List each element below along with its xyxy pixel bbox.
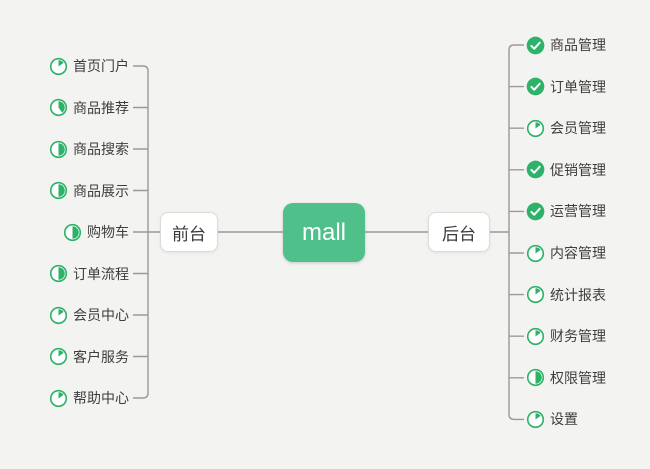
subtopic-label: 会员管理 [550, 120, 606, 137]
task-done-icon [526, 202, 545, 221]
subtopic-label: 权限管理 [550, 369, 606, 386]
task-progress-icon [49, 306, 68, 324]
subtopic-right-4[interactable]: 运营管理 [526, 200, 606, 222]
topic-backend-label: 后台 [442, 224, 476, 244]
topic-backend[interactable]: 后台 [428, 212, 490, 252]
task-progress-icon [49, 389, 68, 407]
task-progress-icon [49, 98, 68, 117]
subtopic-right-3[interactable]: 促销管理 [526, 159, 606, 181]
task-progress-icon [49, 347, 68, 366]
subtopic-label: 内容管理 [550, 245, 606, 261]
subtopic-right-6[interactable]: 统计报表 [526, 284, 606, 306]
subtopic-right-0[interactable]: 商品管理 [526, 34, 606, 56]
subtopic-label: 会员中心 [73, 307, 129, 323]
subtopic-left-6[interactable]: 会员中心 [49, 304, 129, 326]
subtopic-left-0[interactable]: 首页门户 [49, 55, 129, 77]
subtopic-label: 订单管理 [550, 78, 606, 95]
subtopic-label: 财务管理 [550, 328, 606, 345]
subtopic-label: 帮助中心 [73, 390, 129, 406]
subtopic-label: 订单流程 [73, 265, 129, 282]
task-progress-icon [49, 264, 68, 283]
task-done-icon [526, 36, 545, 54]
task-progress-icon [526, 410, 545, 428]
subtopic-right-5[interactable]: 内容管理 [526, 242, 606, 264]
subtopic-left-7[interactable]: 客户服务 [49, 346, 129, 368]
subtopic-left-8[interactable]: 帮助中心 [49, 387, 129, 409]
task-progress-icon [63, 223, 82, 241]
task-progress-icon [526, 285, 545, 304]
subtopic-left-3[interactable]: 商品展示 [49, 180, 129, 202]
subtopic-label: 统计报表 [550, 286, 606, 303]
task-progress-icon [526, 327, 545, 345]
task-done-icon [526, 77, 545, 96]
task-progress-icon [526, 119, 545, 137]
subtopic-label: 商品推荐 [73, 99, 129, 116]
topic-frontend[interactable]: 前台 [160, 212, 218, 252]
subtopic-right-8[interactable]: 权限管理 [526, 367, 606, 389]
subtopic-left-2[interactable]: 商品搜索 [49, 138, 129, 160]
root-topic-label: mall [301, 218, 346, 246]
subtopic-label: 商品管理 [550, 37, 606, 53]
subtopic-right-9[interactable]: 设置 [526, 408, 578, 430]
task-done-icon [526, 160, 545, 179]
task-progress-icon [49, 57, 68, 75]
subtopic-label: 促销管理 [550, 161, 606, 178]
subtopic-label: 首页门户 [73, 58, 129, 74]
subtopic-label: 客户服务 [73, 348, 129, 365]
subtopic-label: 设置 [550, 411, 578, 428]
subtopic-right-1[interactable]: 订单管理 [526, 76, 606, 98]
subtopic-left-1[interactable]: 商品推荐 [49, 97, 129, 119]
task-progress-icon [49, 140, 68, 158]
topic-frontend-label: 前台 [172, 224, 206, 244]
subtopic-label: 商品展示 [73, 182, 129, 199]
task-progress-icon [526, 244, 545, 262]
subtopic-label: 购物车 [87, 224, 129, 240]
root-topic-mall[interactable]: mall [283, 203, 365, 262]
task-progress-icon [49, 181, 68, 200]
subtopic-label: 运营管理 [550, 203, 606, 220]
subtopic-label: 商品搜索 [73, 141, 129, 157]
subtopic-left-4[interactable]: 购物车 [63, 221, 129, 243]
task-progress-icon [526, 369, 545, 387]
subtopic-right-7[interactable]: 财务管理 [526, 325, 606, 347]
subtopic-left-5[interactable]: 订单流程 [49, 263, 129, 285]
subtopic-right-2[interactable]: 会员管理 [526, 117, 606, 139]
